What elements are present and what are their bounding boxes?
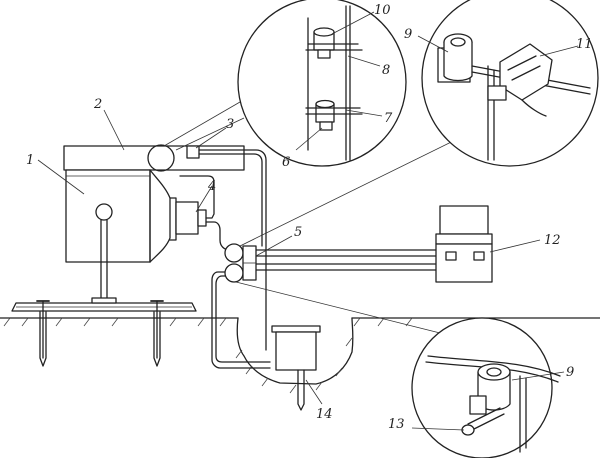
instrument-knob-icon xyxy=(95,203,113,221)
label-10: 10 xyxy=(374,3,391,18)
label-2: 2 xyxy=(93,97,102,112)
label-9-bottom: 9 xyxy=(566,365,574,380)
instrument-connector xyxy=(175,201,207,235)
conductors xyxy=(163,101,497,369)
ground-electrode-box xyxy=(271,325,321,411)
base-plate xyxy=(11,302,197,312)
reference-labels: 1 2 3 4 5 6 7 8 9 9 10 11 12 13 14 xyxy=(26,3,593,432)
label-5: 5 xyxy=(294,225,302,240)
label-11: 11 xyxy=(576,37,593,52)
label-8: 8 xyxy=(382,63,390,78)
detail-callout-top xyxy=(237,0,407,167)
label-14: 14 xyxy=(316,407,333,422)
detail-callout-circle xyxy=(147,144,175,172)
label-6: 6 xyxy=(282,155,290,170)
clamp-pair xyxy=(224,243,257,283)
detail-callout-bottom xyxy=(411,317,565,459)
label-3: 3 xyxy=(226,117,234,132)
terminal-box xyxy=(435,205,493,283)
ground-spike-right xyxy=(150,300,164,367)
bushing xyxy=(186,145,200,159)
detail-callout-right xyxy=(417,0,599,167)
ground-spike-left xyxy=(36,300,50,367)
label-4: 4 xyxy=(207,179,216,194)
label-9-top: 9 xyxy=(404,27,412,42)
label-leaders xyxy=(37,109,541,405)
label-12: 12 xyxy=(544,233,561,248)
label-13: 13 xyxy=(388,417,405,432)
label-7: 7 xyxy=(384,111,393,126)
label-1: 1 xyxy=(26,153,34,168)
